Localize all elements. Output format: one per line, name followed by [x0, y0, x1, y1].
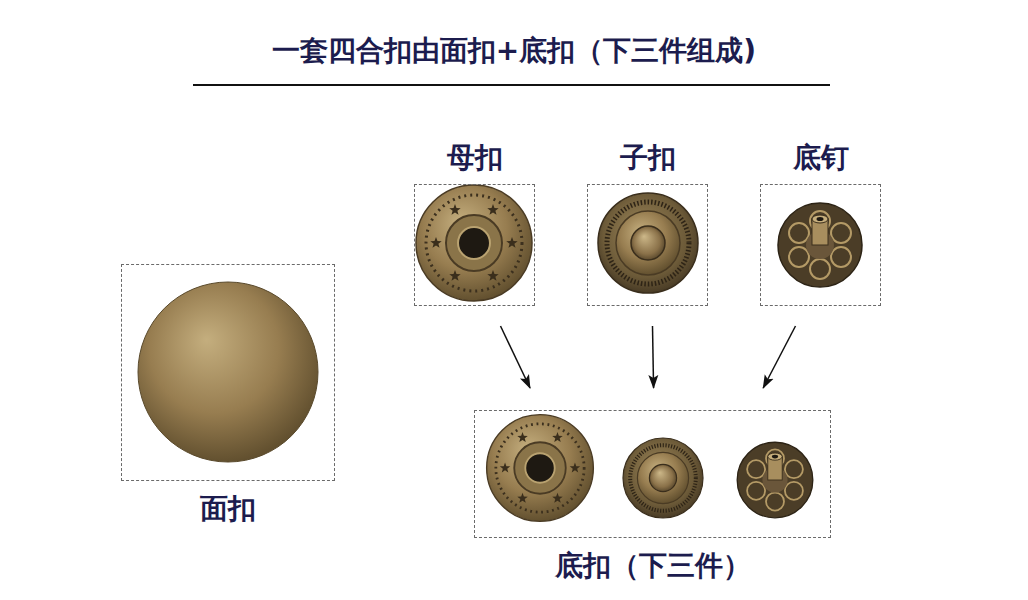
stud-button — [623, 438, 703, 518]
part-box: 底钉 — [760, 184, 881, 306]
arrow — [501, 326, 531, 388]
part-box: 面扣 — [121, 264, 335, 481]
arrow — [653, 326, 654, 388]
socket-button — [416, 185, 532, 301]
part-box: 母扣 — [414, 184, 535, 306]
part-label: 底扣（下三件） — [555, 549, 751, 583]
part-label: 母扣 — [447, 141, 503, 175]
socket-button — [487, 415, 594, 522]
part-label: 面扣 — [200, 492, 256, 526]
part-box: 子扣 — [587, 184, 708, 306]
arrow — [763, 326, 795, 388]
post-rivet — [778, 203, 862, 287]
part-label: 底钉 — [793, 141, 849, 175]
post-rivet — [737, 442, 813, 518]
title-underline — [193, 84, 830, 86]
part-box: 底扣（下三件） — [474, 410, 831, 538]
stud-button — [598, 193, 698, 293]
title: 一套四合扣由面扣+底扣（下三件组成) — [0, 32, 1028, 70]
face-button — [138, 282, 318, 462]
part-label: 子扣 — [620, 141, 676, 175]
